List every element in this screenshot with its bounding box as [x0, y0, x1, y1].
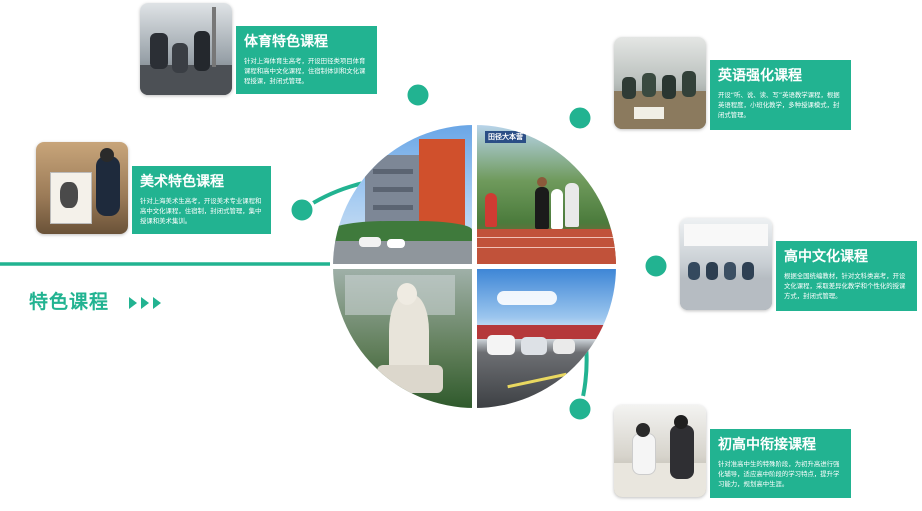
course-title: 美术特色课程 — [140, 174, 224, 190]
photo-parking-lot — [477, 269, 616, 408]
course-card-art: 美术特色课程 针对上海美术生高考，开设美术专业课程和高中文化课程，住宿制，封闭式… — [132, 166, 271, 234]
course-card-sports: 体育特色课程 针对上海体育生高考，开设田径类项目体育课程和高中文化课程，住宿制体… — [236, 26, 377, 94]
course-title: 英语强化课程 — [718, 68, 802, 84]
photo-school-building — [333, 125, 472, 264]
course-title: 高中文化课程 — [784, 249, 868, 265]
triple-chevron-right-icon — [128, 296, 161, 309]
arc-dot-culture — [642, 252, 670, 280]
course-photo-english — [614, 37, 706, 129]
course-desc: 根据全国统编教材，针对文科类高考，开设文化课程，采取差异化教学和个性化的授课方式… — [784, 272, 906, 300]
course-photo-art — [36, 142, 128, 234]
photo-sculpture — [333, 269, 472, 408]
course-photo-culture — [680, 218, 772, 310]
photo-track-runners: 田径大本营 — [477, 125, 616, 264]
arc-dot-art — [288, 196, 316, 224]
course-title: 初高中衔接课程 — [718, 437, 816, 453]
course-photo-sports — [140, 3, 232, 95]
course-card-english: 英语强化课程 开设“听、说、读、写”英语教学课程，根据英语程度，小班化教学，多种… — [710, 60, 851, 130]
main-title-text: 特色课程 — [29, 291, 110, 313]
course-card-culture: 高中文化课程 根据全国统编教材，针对文科类高考，开设文化课程，采取差异化教学和个… — [776, 241, 917, 311]
course-desc: 针对准高中生的特殊阶段，为初升高进行强化辅导，适应高中阶段的学习特点，提升学习能… — [718, 460, 840, 488]
course-title: 体育特色课程 — [244, 34, 328, 50]
course-desc: 开设“听、说、读、写”英语教学课程，根据英语程度，小班化教学，多种授课模式，封闭… — [718, 91, 840, 119]
course-card-bridge: 初高中衔接课程 针对准高中生的特殊阶段，为初升高进行强化辅导，适应高中阶段的学习… — [710, 429, 851, 498]
banner-label: 田径大本营 — [485, 131, 526, 143]
course-photo-bridge — [614, 405, 706, 497]
course-desc: 针对上海美术生高考，开设美术专业课程和高中文化课程，住宿制，封闭式管理，集中授课… — [140, 197, 262, 225]
center-photo-circle: 田径大本营 — [333, 125, 616, 408]
arc-dot-sports — [404, 81, 432, 109]
course-desc: 针对上海体育生高考，开设田径类项目体育课程和高中文化课程，住宿制体训和文化课程授… — [244, 57, 366, 85]
main-title: 特色课程 — [29, 287, 163, 314]
